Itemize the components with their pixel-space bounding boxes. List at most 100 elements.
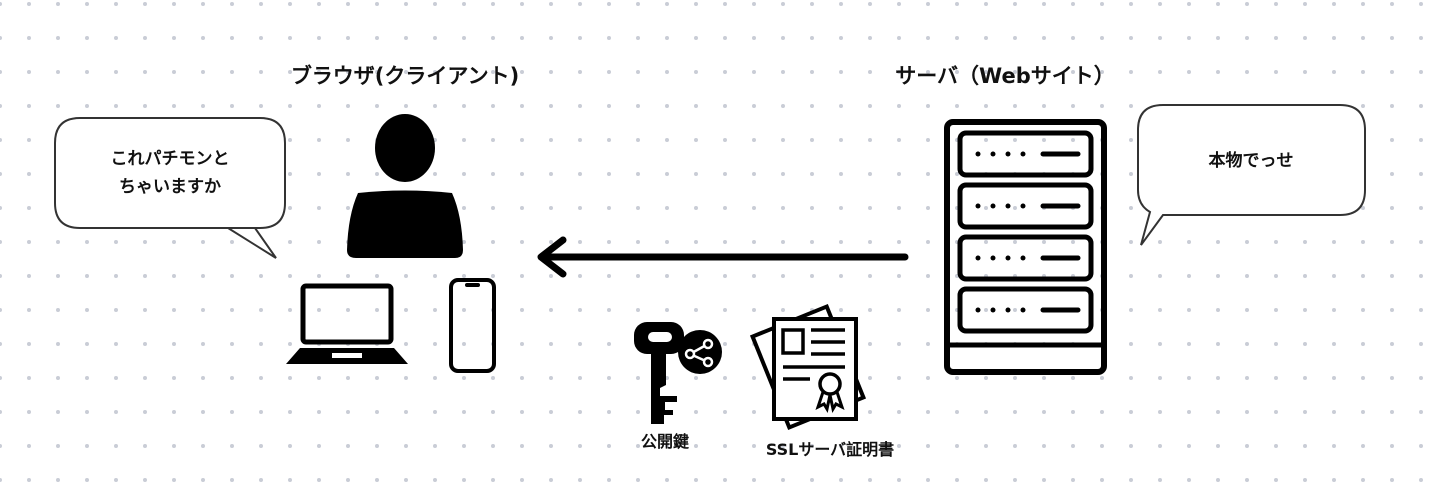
grid-dot [85,376,89,380]
grid-dot [1042,2,1046,6]
smartphone-icon [449,278,496,373]
grid-dot [897,2,901,6]
grid-dot [1013,410,1017,414]
grid-dot [143,376,147,380]
grid-dot [1390,410,1394,414]
grid-dot [636,172,640,176]
grid-dot [230,342,234,346]
grid-dot [56,308,60,312]
grid-dot [1042,478,1046,482]
grid-dot [926,172,930,176]
grid-dot [897,274,901,278]
grid-dot [984,104,988,108]
grid-dot [1390,376,1394,380]
grid-dot [462,70,466,74]
grid-dot [1216,444,1220,448]
grid-dot [1303,308,1307,312]
grid-dot [694,274,698,278]
grid-dot [259,274,263,278]
grid-dot [694,2,698,6]
grid-dot [578,376,582,380]
grid-dot [317,70,321,74]
grid-dot [1071,138,1075,142]
grid-dot [1042,376,1046,380]
grid-dot [462,376,466,380]
grid-dot [1390,36,1394,40]
grid-dot [752,444,756,448]
grid-dot [839,172,843,176]
grid-dot [926,138,930,142]
grid-dot [578,308,582,312]
grid-dot [868,2,872,6]
grid-dot [1042,240,1046,244]
grid-dot [1013,70,1017,74]
grid-dot [607,240,611,244]
grid-dot [723,240,727,244]
grid-dot [955,36,959,40]
arrow-server-to-client [537,236,909,278]
grid-dot [288,172,292,176]
grid-dot [27,274,31,278]
grid-dot [433,308,437,312]
grid-dot [607,206,611,210]
grid-dot [27,444,31,448]
grid-dot [317,138,321,142]
server-unit [957,234,1094,282]
grid-dot [27,410,31,414]
grid-dot [578,410,582,414]
grid-dot [636,478,640,482]
grid-dot [56,70,60,74]
grid-dot [607,36,611,40]
grid-dot [491,410,495,414]
grid-dot [636,410,640,414]
grid-dot [781,274,785,278]
grid-dot [1332,342,1336,346]
grid-dot [781,70,785,74]
grid-dot [85,36,89,40]
grid-dot [1245,444,1249,448]
grid-dot [375,274,379,278]
grid-dot [56,2,60,6]
grid-dot [723,70,727,74]
grid-dot [85,240,89,244]
grid-dot [1187,240,1191,244]
grid-dot [1158,376,1162,380]
grid-dot [607,376,611,380]
grid-dot [578,70,582,74]
grid-dot [549,308,553,312]
grid-dot [549,274,553,278]
grid-dot [665,36,669,40]
grid-dot [404,308,408,312]
grid-dot [955,104,959,108]
grid-dot [984,240,988,244]
grid-dot [578,2,582,6]
grid-dot [172,376,176,380]
grid-dot [404,70,408,74]
grid-dot [1332,70,1336,74]
grid-dot [317,206,321,210]
grid-dot [259,2,263,6]
grid-dot [462,2,466,6]
grid-dot [230,410,234,414]
grid-dot [1390,240,1394,244]
grid-dot [1361,2,1365,6]
grid-dot [230,70,234,74]
grid-dot [955,376,959,380]
grid-dot [607,172,611,176]
grid-dot [1361,104,1365,108]
public-key-label: 公開鍵 [641,432,689,451]
grid-dot [1419,206,1423,210]
grid-dot [549,342,553,346]
grid-dot [230,104,234,108]
grid-dot [1245,274,1249,278]
grid-dot [1158,444,1162,448]
grid-dot [404,342,408,346]
grid-dot [752,104,756,108]
grid-dot [1245,36,1249,40]
grid-dot [810,138,814,142]
grid-dot [1216,70,1220,74]
grid-dot [375,376,379,380]
grid-dot [85,70,89,74]
grid-dot [230,444,234,448]
